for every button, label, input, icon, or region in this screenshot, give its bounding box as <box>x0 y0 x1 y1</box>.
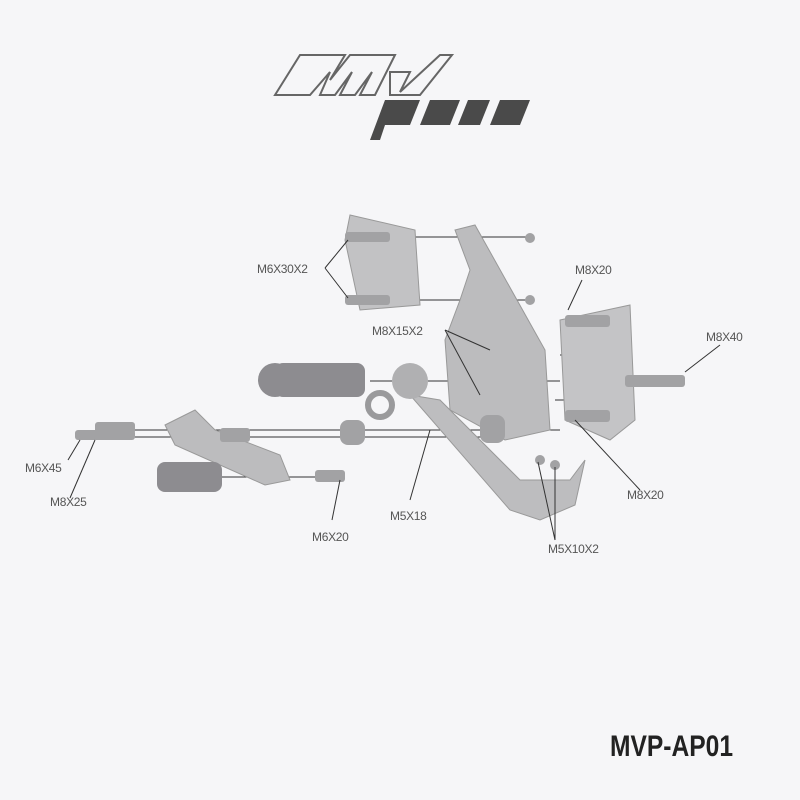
label-m8x40: M8X40 <box>706 330 743 344</box>
part-number: MVP-AP01 <box>610 730 734 763</box>
label-m6x20: M6X20 <box>312 530 349 544</box>
label-m6x30x2: M6X30X2 <box>257 262 308 276</box>
label-m5x18: M5X18 <box>390 509 427 523</box>
footpeg <box>258 363 428 420</box>
label-m8x20-bottom: M8X20 <box>627 488 664 502</box>
adjuster-plate <box>559 304 636 441</box>
label-pointers <box>67 239 721 541</box>
brake-lever <box>408 394 586 521</box>
small-footpeg <box>157 462 222 492</box>
bolts <box>75 232 685 482</box>
label-m8x25: M8X25 <box>50 495 87 509</box>
main-bracket <box>444 224 551 441</box>
label-m8x15x2: M8X15X2 <box>372 324 423 338</box>
label-m5x10x2: M5X10X2 <box>548 542 599 556</box>
mv-parts-logo <box>273 54 530 140</box>
label-m8x20-top: M8X20 <box>575 263 612 277</box>
label-m6x45: M6X45 <box>25 461 62 475</box>
linkage-arm <box>164 409 291 486</box>
